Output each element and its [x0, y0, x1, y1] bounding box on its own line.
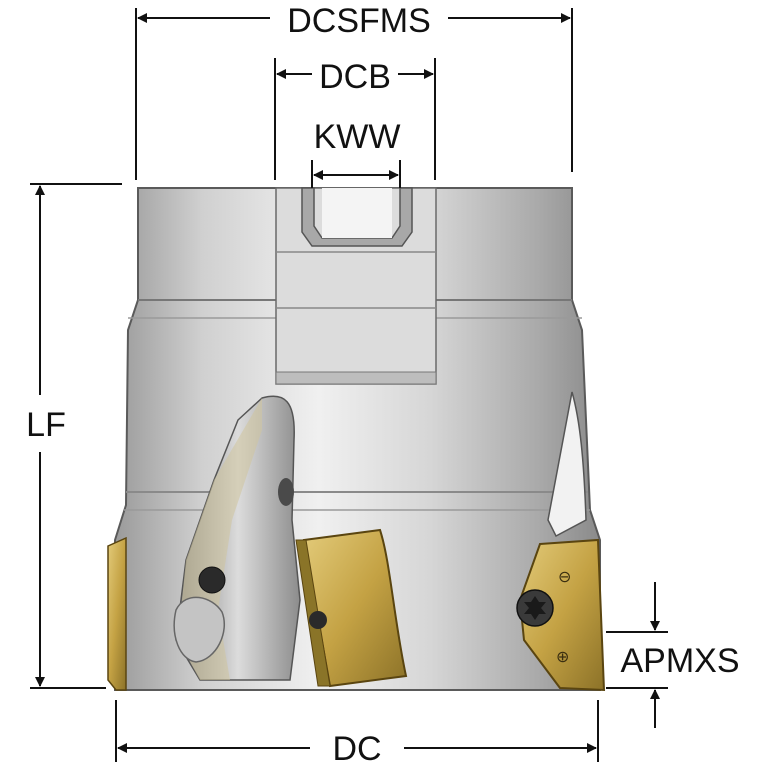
- dimension-lines: [30, 8, 668, 762]
- chip-pocket-right: [547, 391, 587, 538]
- label-dcb: DCB: [319, 58, 391, 96]
- insert-left: [107, 536, 127, 691]
- keyway-bottom-lip: [275, 371, 437, 385]
- cutter-body: [114, 187, 601, 691]
- torx-icon: [524, 596, 546, 620]
- clamp-screw-left: [198, 566, 226, 594]
- insert-screw-center: [309, 611, 327, 629]
- insert-center: [295, 528, 408, 688]
- label-kww: KWW: [314, 118, 401, 156]
- keyway-notch-floor: [322, 188, 392, 238]
- coolant-hole: [278, 478, 294, 506]
- label-dcsfms: DCSFMS: [287, 2, 431, 40]
- insert-marking-icon: ⊖: [558, 567, 571, 586]
- label-lf: LF: [26, 406, 66, 444]
- label-apmxs: APMXS: [620, 642, 739, 680]
- insert-right: ⊖ ⊕: [516, 538, 606, 692]
- insert-marking-icon: ⊕: [556, 647, 569, 666]
- label-dc: DC: [332, 730, 381, 767]
- insert-seat-left: [173, 596, 225, 663]
